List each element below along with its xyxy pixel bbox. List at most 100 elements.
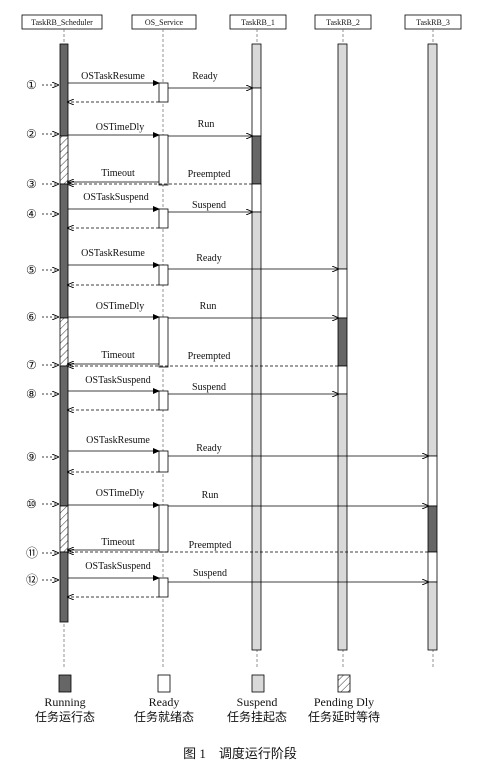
lane-header-task3: TaskRB_3	[416, 18, 450, 27]
lane-header-task1-box	[229, 14, 287, 30]
scheduler-running-1	[59, 43, 69, 137]
service-box-2	[158, 134, 169, 186]
step-number-4: ④	[26, 207, 37, 221]
step-number-11: ⑪	[26, 546, 38, 560]
lane-headers: TaskRB_Scheduler OS_Service TaskRB_1 Tas…	[21, 14, 462, 30]
service-box-5	[158, 316, 169, 368]
step-marker-7: ⑦	[26, 358, 58, 372]
lane-header-task2: TaskRB_2	[326, 18, 360, 27]
legend-ready-en: Ready	[149, 695, 180, 709]
task3-suspend-2	[427, 581, 438, 651]
task3-ready-2	[427, 551, 438, 583]
task3-running	[427, 505, 438, 553]
task1-suspend-1	[251, 43, 262, 89]
label-4-call: OSTaskSuspend	[83, 192, 148, 203]
task2-ready-2	[337, 365, 348, 395]
label-11-preempted: Preempted	[189, 540, 232, 551]
task2-suspend-2	[337, 393, 348, 651]
label-5-ready: Ready	[196, 253, 222, 264]
service-box-9	[158, 577, 169, 598]
label-5-call: OSTaskResume	[81, 248, 145, 259]
task1-ready-2	[251, 183, 262, 213]
task3-suspend-1	[427, 43, 438, 457]
task1-running	[251, 135, 262, 185]
step-number-12: ⑫	[26, 573, 38, 587]
legend-suspend-zh: 任务挂起态	[227, 709, 287, 724]
scheduler-bars	[59, 43, 69, 623]
task2-ready-1	[337, 268, 348, 319]
scheduler-running-2	[59, 183, 69, 319]
legend-swatch-suspend	[251, 674, 265, 693]
label-2-run: Run	[198, 119, 215, 130]
lane-header-scheduler: TaskRB_Scheduler	[31, 18, 93, 27]
legend-swatch-running	[58, 674, 72, 693]
task1-bars	[251, 43, 262, 651]
service-box-8	[158, 504, 169, 553]
legend-running-en: Running	[44, 695, 85, 709]
legend: Running 任务运行态 Ready 任务就绪态 Suspend 任务挂起态 …	[35, 674, 380, 724]
task1-suspend-2	[251, 211, 262, 651]
service-box-3	[158, 208, 169, 229]
label-3-preempted: Preempted	[188, 169, 231, 180]
task2-running	[337, 317, 348, 367]
figure-caption: 图 1 调度运行阶段	[183, 746, 297, 761]
legend-swatch-ready	[157, 674, 171, 693]
step-marker-4: ④	[26, 207, 58, 221]
task3-ready-1	[427, 455, 438, 507]
legend-swatch-pending	[337, 674, 351, 693]
scheduler-running-4	[59, 551, 69, 623]
scheduler-pending-3	[59, 505, 69, 553]
lane-header-service-box	[131, 14, 197, 30]
label-10-run: Run	[202, 490, 219, 501]
label-10-call: OSTimeDly	[96, 488, 145, 499]
step-marker-8: ⑧	[26, 387, 58, 401]
legend-pending-en: Pending Dly	[314, 695, 374, 709]
scheduler-running-3	[59, 365, 69, 507]
service-bars	[158, 82, 169, 598]
label-8-suspend: Suspend	[192, 382, 226, 393]
step-marker-2: ②	[26, 127, 58, 141]
scheduler-pending-2	[59, 317, 69, 367]
service-box-1	[158, 82, 169, 103]
label-11-timeout: Timeout	[101, 537, 135, 548]
lane-header-task1: TaskRB_1	[241, 18, 275, 27]
legend-pending-zh: 任务延时等待	[308, 709, 380, 724]
label-1-call: OSTaskResume	[81, 71, 145, 82]
label-4-suspend: Suspend	[192, 200, 226, 211]
step-number-9: ⑨	[26, 450, 37, 464]
service-box-6	[158, 390, 169, 411]
step-marker-3: ③	[26, 177, 58, 191]
step-marker-1: ①	[26, 78, 58, 92]
step-marker-9: ⑨	[26, 450, 58, 464]
step-markers: ① ② ③ ④ ⑤ ⑥ ⑦ ⑧	[26, 78, 58, 587]
step-marker-12: ⑫	[26, 573, 58, 587]
task3-bars	[427, 43, 438, 651]
label-6-run: Run	[200, 301, 217, 312]
service-box-7	[158, 450, 169, 473]
label-9-ready: Ready	[196, 443, 222, 454]
label-6-call: OSTimeDly	[96, 301, 145, 312]
step-number-10: ⑩	[26, 497, 37, 511]
task2-suspend-1	[337, 43, 348, 270]
step-number-6: ⑥	[26, 310, 37, 324]
label-1-ready: Ready	[192, 71, 218, 82]
step-number-7: ⑦	[26, 358, 37, 372]
step-number-5: ⑤	[26, 263, 37, 277]
step-number-3: ③	[26, 177, 37, 191]
label-12-suspend: Suspend	[193, 568, 227, 579]
label-3-timeout: Timeout	[101, 168, 135, 179]
task2-bars	[337, 43, 348, 651]
step-marker-6: ⑥	[26, 310, 58, 324]
lane-header-scheduler-box	[21, 14, 103, 30]
step-marker-10: ⑩	[26, 497, 58, 511]
service-box-4	[158, 264, 169, 286]
legend-suspend-en: Suspend	[237, 695, 278, 709]
label-12-call: OSTaskSuspend	[85, 561, 150, 572]
step-marker-11: ⑪	[26, 546, 58, 560]
legend-ready-zh: 任务就绪态	[134, 709, 194, 724]
task1-ready-1	[251, 87, 262, 137]
message-labels: OSTaskResume Ready OSTimeDly Run Timeout…	[81, 71, 231, 579]
step-number-1: ①	[26, 78, 37, 92]
